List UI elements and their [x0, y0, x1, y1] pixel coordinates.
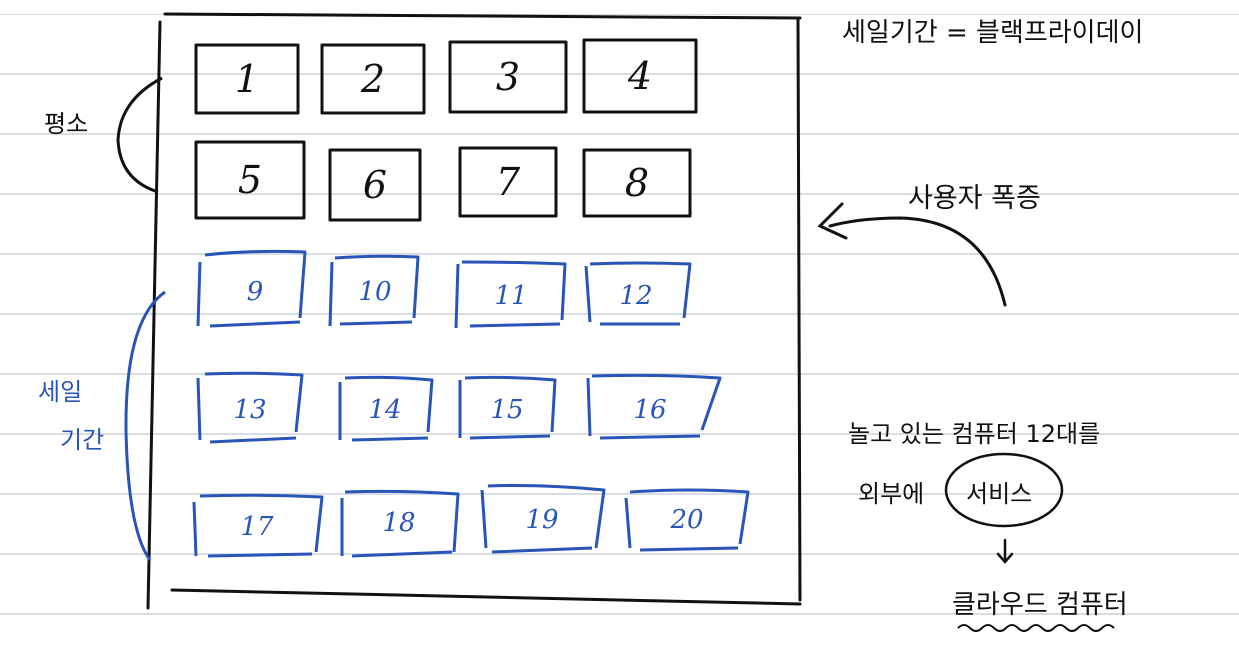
box-label: 19 [525, 505, 559, 535]
arrow-icon [817, 202, 1007, 307]
box-label: 6 [362, 163, 388, 207]
normal-label: 평소 [44, 110, 89, 138]
service-note-prefix: 외부에 [858, 480, 925, 508]
normal-bracket [116, 76, 163, 194]
service-note-line1: 놀고 있는 컴퓨터 12대를 [848, 420, 1101, 448]
box-label: 8 [624, 161, 650, 205]
box-label: 1 [234, 57, 260, 101]
sale-label-line1: 세일 [38, 378, 83, 406]
box-label: 3 [495, 55, 521, 99]
down-arrow-icon [996, 538, 1014, 564]
box-label: 17 [240, 512, 274, 542]
box-label: 10 [358, 277, 392, 307]
box-label: 18 [382, 508, 416, 538]
box-label: 16 [633, 395, 667, 425]
box-label: 7 [495, 160, 521, 204]
service-note-result: 클라우드 컴퓨터 [952, 590, 1128, 620]
box-label: 9 [246, 277, 264, 307]
server-rack-frame [146, 12, 802, 610]
box-label: 20 [670, 505, 704, 535]
sale-bracket [124, 290, 166, 561]
box-label: 15 [490, 395, 524, 425]
sale-label-line2: 기간 [60, 426, 105, 454]
box-label: 14 [368, 395, 402, 425]
black-boxes [194, 38, 698, 222]
box-label: 5 [237, 158, 263, 202]
box-label: 4 [627, 54, 653, 98]
service-note-circled: 서비스 [966, 480, 1033, 508]
service-circle [944, 452, 1064, 528]
box-label: 11 [494, 281, 528, 311]
arrow-label: 사용자 폭증 [908, 183, 1041, 214]
squiggle-underline [957, 624, 1115, 632]
box-label: 12 [619, 281, 653, 311]
blue-boxes [192, 249, 750, 558]
box-label: 2 [360, 57, 386, 101]
box-label: 13 [233, 395, 267, 425]
top-note: 세일기간 = 블랙프라이데이 [842, 18, 1144, 48]
